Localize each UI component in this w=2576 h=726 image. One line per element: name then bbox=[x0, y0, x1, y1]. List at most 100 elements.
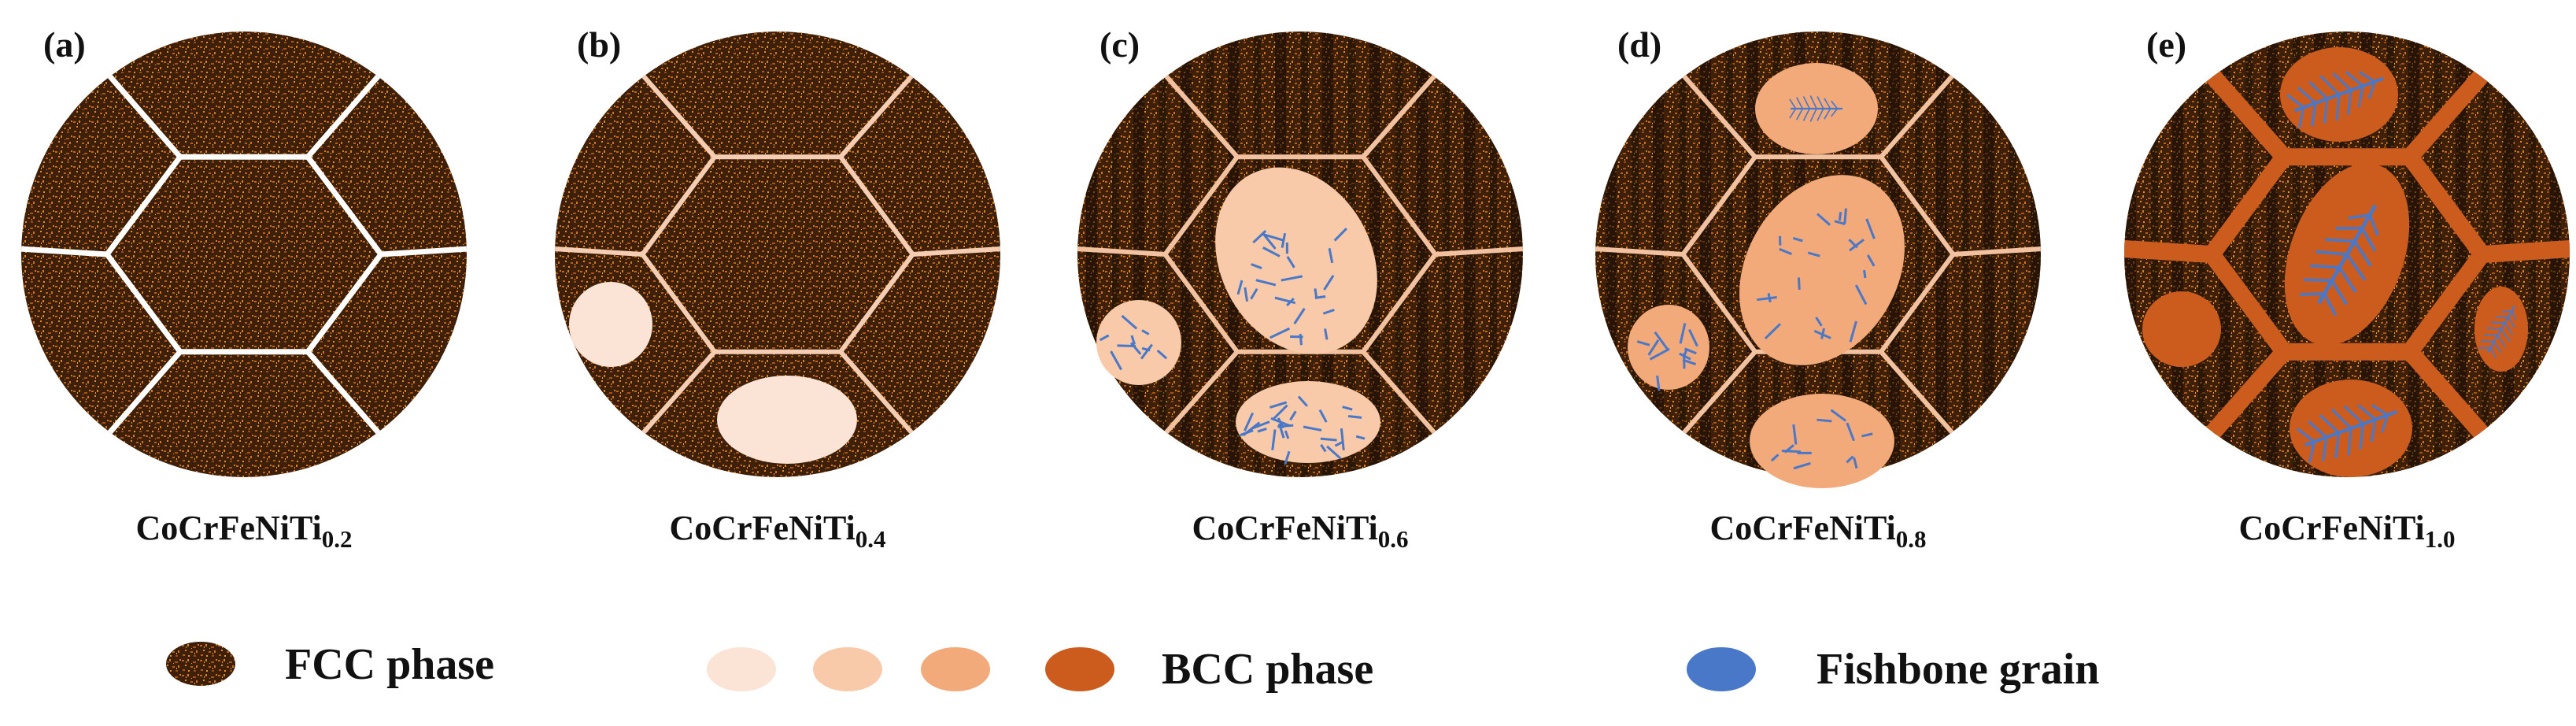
radial-grain-boundary bbox=[1435, 246, 1523, 257]
fishbone-needle bbox=[1320, 443, 1327, 453]
fishbone-needle bbox=[1815, 317, 1823, 327]
radial-grain-boundary bbox=[1077, 246, 1166, 257]
radial-grain-boundary bbox=[555, 246, 643, 257]
caption-formula: CoCrFeNiTi bbox=[1192, 509, 1377, 547]
caption-formula: CoCrFeNiTi bbox=[2238, 509, 2424, 547]
fishbone-needle bbox=[1682, 358, 1697, 366]
fcc-matrix bbox=[21, 31, 467, 477]
fishbone-needle bbox=[1866, 254, 1876, 267]
fishbone-needle bbox=[1333, 228, 1347, 242]
caption-formula: CoCrFeNiTi bbox=[135, 509, 321, 547]
fishbone-needle bbox=[1347, 414, 1362, 419]
fishbone-needle bbox=[1853, 457, 1858, 469]
caption-subscript: 0.2 bbox=[322, 525, 353, 553]
radial-grain-boundary bbox=[380, 245, 467, 257]
fishbone-needle bbox=[1277, 417, 1285, 429]
panel-letter: (b) bbox=[577, 24, 621, 65]
fishbone-needle bbox=[1250, 287, 1258, 300]
fishbone-needle bbox=[1297, 395, 1308, 407]
fishbone-needle bbox=[1141, 346, 1151, 352]
fishbone-needle bbox=[1277, 423, 1285, 439]
radial-grain-boundary bbox=[912, 246, 1000, 257]
fishbone-needle bbox=[1817, 418, 1832, 423]
bcc-particle bbox=[569, 282, 652, 367]
radial-grain-boundary bbox=[2482, 239, 2570, 263]
fishbone-needle bbox=[1281, 275, 1303, 282]
fishbone-needle bbox=[1281, 232, 1287, 248]
fishbone-needle bbox=[1656, 375, 1661, 391]
panel-2: (b) CoCrFeNiTi0.4 bbox=[555, 24, 1000, 553]
fishbone-needle bbox=[1314, 295, 1326, 299]
radial-grain-boundary bbox=[2124, 239, 2212, 263]
fishbone-needle bbox=[1286, 298, 1295, 307]
fishbone-needle bbox=[1156, 349, 1168, 360]
fishbone-needle bbox=[1849, 320, 1857, 343]
fishbone-needle bbox=[1838, 212, 1842, 221]
fishbone-needle bbox=[1320, 437, 1337, 442]
legend-bcc-swatch-4 bbox=[1045, 647, 1114, 691]
bcc-particle bbox=[1096, 300, 1181, 385]
caption-subscript: 0.8 bbox=[1896, 525, 1927, 553]
fishbone-needle bbox=[1679, 352, 1691, 361]
panel-letter: (e) bbox=[2146, 24, 2186, 65]
fishbone-needle bbox=[1262, 246, 1281, 257]
fishbone-needle bbox=[1834, 220, 1846, 225]
legend-bcc-swatch-1 bbox=[707, 647, 776, 691]
fishbone-needle bbox=[1817, 213, 1831, 226]
fishbone-needle bbox=[1110, 350, 1122, 371]
panel-letter: (d) bbox=[1617, 24, 1661, 65]
fishbone-needle bbox=[1284, 430, 1290, 439]
legend-bcc-swatch-2 bbox=[813, 647, 882, 691]
panel-3: (c) CoCrFeNiTi0.6 bbox=[1077, 24, 1523, 553]
fishbone-needle bbox=[1140, 343, 1153, 360]
radial-grain-boundary bbox=[1595, 246, 1683, 257]
legend-bcc-label: BCC phase bbox=[1162, 645, 1373, 694]
fishbone-needle bbox=[1820, 328, 1826, 339]
caption-formula: CoCrFeNiTi bbox=[669, 509, 855, 547]
fishbone-needle bbox=[1781, 449, 1802, 454]
legend-fcc-label: FCC phase bbox=[285, 640, 494, 689]
fishbone-needle bbox=[1355, 435, 1366, 440]
fishbone-needle bbox=[1293, 307, 1306, 324]
fishbone-needle bbox=[1324, 328, 1329, 340]
fishbone-needle bbox=[1328, 247, 1334, 264]
radial-grain-boundary bbox=[1953, 246, 2041, 257]
panel-1: (a)CoCrFeNiTi0.2 bbox=[21, 24, 467, 553]
bcc-particle bbox=[1739, 175, 1905, 365]
bcc-particle bbox=[717, 376, 857, 464]
fishbone-needle bbox=[1284, 450, 1291, 465]
fishbone-needle bbox=[1807, 251, 1820, 257]
fishbone-needle bbox=[1756, 296, 1777, 302]
legend: FCC phase BCC phase Fishbone grain bbox=[166, 640, 2099, 694]
fishbone-needle bbox=[1647, 339, 1660, 356]
fishbone-needle bbox=[1843, 208, 1847, 224]
legend-bcc-swatch-3 bbox=[921, 647, 990, 691]
fishbone-needle bbox=[1854, 284, 1868, 306]
panel-caption: CoCrFeNiTi1.0 bbox=[2238, 509, 2455, 553]
fishbone-needle bbox=[1270, 327, 1291, 339]
caption-subscript: 0.6 bbox=[1378, 525, 1409, 553]
fishbone-needle bbox=[1792, 424, 1798, 445]
fishbone-needle bbox=[1251, 263, 1262, 269]
bcc-particle bbox=[1750, 394, 1894, 488]
fishbone-needle bbox=[1846, 422, 1855, 442]
fishbone-needle bbox=[1251, 420, 1270, 430]
fishbone-needle bbox=[1683, 347, 1697, 355]
fishbone-needle bbox=[1323, 274, 1335, 291]
panel-4: (d) CoCrFeNiTi0.8 bbox=[1595, 24, 2041, 553]
fishbone-needle bbox=[1779, 247, 1793, 256]
legend-fishbone-swatch bbox=[1687, 647, 1756, 691]
fishbone-needle bbox=[1244, 412, 1255, 432]
legend-fishbone-label: Fishbone grain bbox=[1817, 645, 2099, 694]
panel-caption: CoCrFeNiTi0.4 bbox=[669, 509, 885, 553]
bcc-particle bbox=[1236, 381, 1380, 463]
fishbone-needle bbox=[1679, 323, 1687, 344]
bcc-particle bbox=[1628, 305, 1709, 390]
fishbone-needle bbox=[1121, 314, 1138, 330]
fishbone-needle bbox=[1299, 333, 1303, 346]
fishbone-needle bbox=[1257, 427, 1267, 433]
caption-formula: CoCrFeNiTi bbox=[1709, 509, 1895, 547]
fishbone-needle bbox=[1636, 340, 1650, 346]
fishbone-needle bbox=[1654, 331, 1669, 350]
panel-letter: (c) bbox=[1100, 24, 1140, 65]
